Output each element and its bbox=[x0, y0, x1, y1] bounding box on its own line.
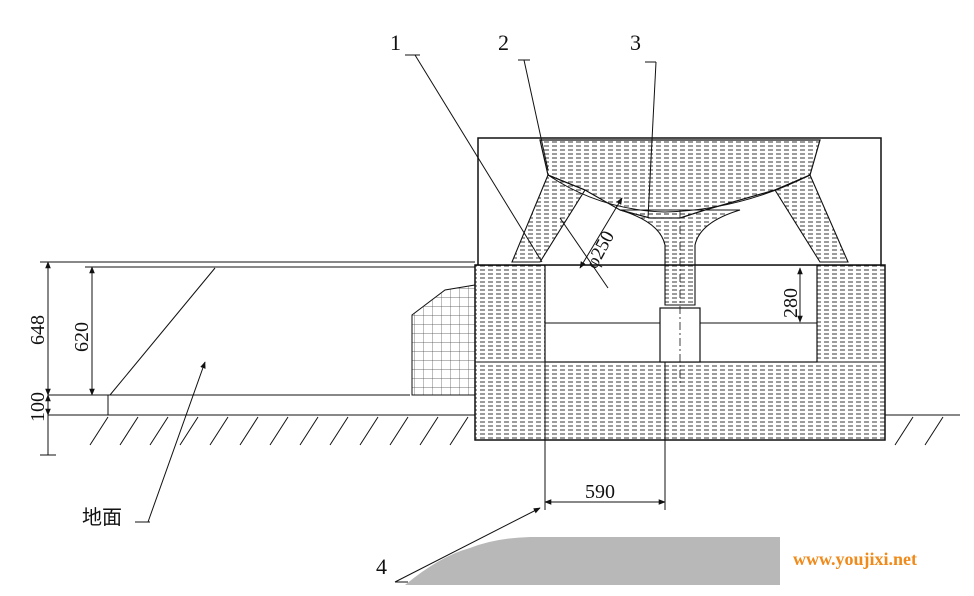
label-part-4: 4 bbox=[376, 554, 387, 579]
ground-surface bbox=[48, 394, 960, 446]
watermark-text: www.youjixi.net bbox=[793, 549, 917, 569]
dimension-phi250-lines bbox=[559, 197, 623, 289]
silhouette-shape bbox=[405, 537, 780, 585]
label-part-3: 3 bbox=[630, 30, 641, 55]
label-part-1: 1 bbox=[390, 30, 401, 55]
dimension-100: 100 bbox=[27, 392, 49, 422]
ground-hatching bbox=[89, 416, 944, 446]
dimension-620: 620 bbox=[71, 322, 93, 352]
dimension-648: 648 bbox=[27, 315, 49, 345]
dimension-280: 280 bbox=[780, 288, 802, 318]
label-ground: 地面 bbox=[82, 505, 122, 529]
grid-block bbox=[411, 284, 476, 396]
label-part-2: 2 bbox=[498, 30, 509, 55]
elevation-dimensions bbox=[40, 261, 475, 456]
leader-lines bbox=[109, 54, 657, 583]
dimension-590-lines bbox=[544, 362, 666, 510]
spindle-housing bbox=[659, 210, 701, 385]
dimension-590: 590 bbox=[585, 481, 615, 503]
